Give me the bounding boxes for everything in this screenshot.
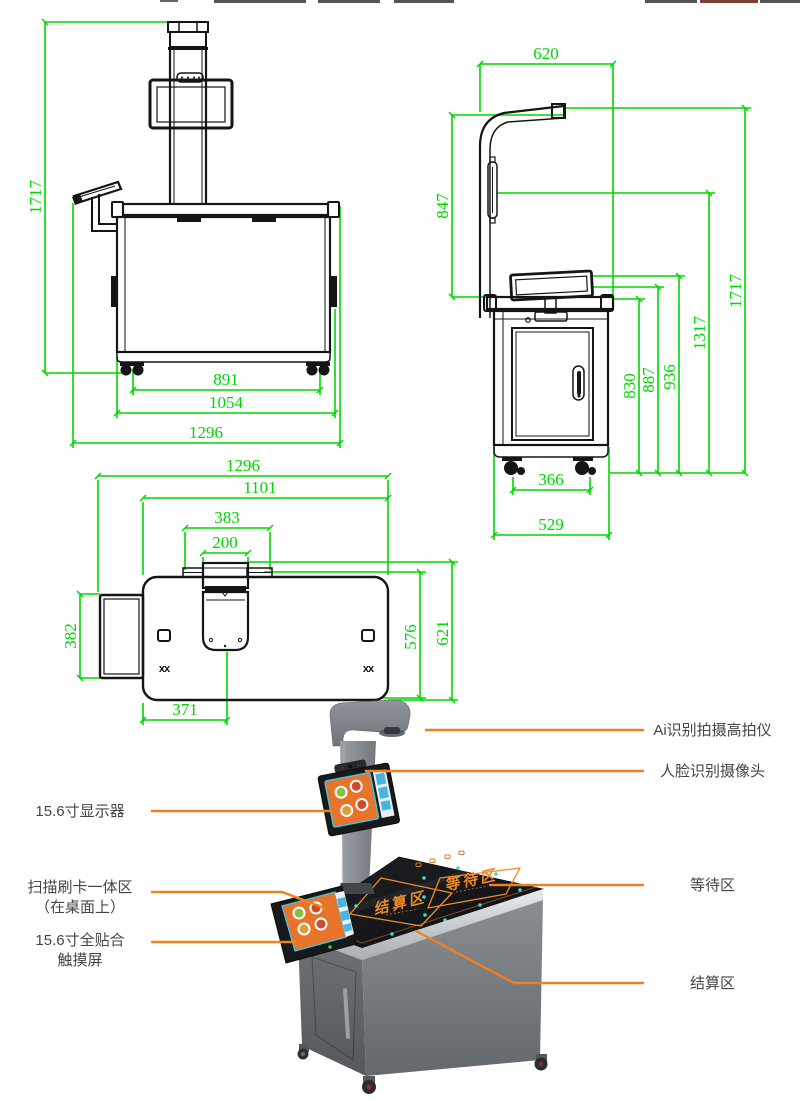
- overhead-camera-arm: [329, 699, 411, 747]
- front-monitor: [148, 78, 234, 130]
- dim-side-monitor-bottom: 887: [639, 367, 658, 393]
- front-right-handle: [331, 276, 337, 307]
- side-monitor: [509, 269, 594, 302]
- dim-top-table-width: 1101: [243, 478, 276, 497]
- top-crop-artifact: [760, 0, 800, 3]
- label-face-camera: 人脸识别摄像头: [659, 763, 765, 780]
- front-casters: [120, 362, 330, 376]
- dim-top-scanner-width: 200: [212, 533, 238, 552]
- top-caster-mark-right: xx: [363, 663, 375, 675]
- kiosk-3d-render: 结算区 等待区: [270, 699, 548, 1094]
- top-crop-artifact: [214, 0, 306, 3]
- cabinet-door-handle: [343, 988, 350, 1039]
- side-machine-outline: [478, 103, 615, 475]
- pole-base-plate: [337, 883, 375, 894]
- dim-front-body-width: 1054: [209, 393, 244, 412]
- label-waiting-zone: 等待区: [689, 877, 735, 894]
- side-casters: [502, 457, 596, 475]
- dim-top-overall-width: 1296: [226, 456, 260, 475]
- edge-icons: [415, 850, 465, 867]
- top-scanner-body: [201, 590, 250, 652]
- front-dimensions: 1717 891 1054 1296: [26, 18, 344, 448]
- top-dimensions: 1296 1101 383 200 382 576 621: [61, 456, 458, 725]
- glass-tabletop: 结算区 等待区: [297, 850, 545, 949]
- top-machine-outline: xx xx: [98, 561, 390, 702]
- dim-side-arm-width: 620: [533, 44, 559, 63]
- side-dimensions: 620 847 830 887 936 1317 1717 3: [433, 44, 751, 540]
- top-crop-artifact: [645, 0, 697, 3]
- top-crop-artifact: [700, 0, 758, 3]
- dim-front-wheel-span: 891: [213, 370, 239, 389]
- top-monitor: [98, 593, 145, 680]
- dim-top-bracket-width: 383: [214, 508, 240, 527]
- label-touchscreen: 15.6寸全贴合 触摸屏: [10, 931, 150, 971]
- front-left-handle: [111, 276, 117, 307]
- label-touchscreen-line1: 15.6寸全贴合: [35, 932, 125, 949]
- display-screen: [324, 772, 380, 828]
- top-crop-artifact: [160, 0, 178, 2]
- dim-top-scanner-offset: 371: [172, 700, 198, 719]
- side-door-handle: [572, 365, 585, 401]
- top-crop-artifact: [394, 0, 454, 3]
- cabinet-front-face: [298, 936, 366, 1076]
- face-camera-lens: [348, 764, 353, 769]
- render-casters: [297, 1044, 548, 1094]
- top-caster-mark-left: xx: [159, 663, 171, 675]
- customer-display: [317, 759, 400, 837]
- front-camera-bar: [176, 72, 204, 83]
- side-elevation-drawing: 620 847 830 887 936 1317 1717 3: [433, 44, 751, 540]
- dim-side-camera-height: 1317: [690, 316, 709, 351]
- label-display: 15.6寸显示器: [35, 803, 125, 820]
- label-scan-area: 扫描刷卡一体区 （在桌面上）: [10, 878, 150, 918]
- side-arm-camera-head: [551, 103, 566, 119]
- dim-front-total-height: 1717: [26, 180, 45, 215]
- indicator-dots: [338, 866, 522, 936]
- label-settlement-zone: 结算区: [689, 975, 735, 992]
- waiting-zone-outline: [427, 867, 521, 909]
- side-cabinet-door: [511, 327, 594, 441]
- label-scan-area-line1: 扫描刷卡一体区: [27, 879, 133, 896]
- top-table: [141, 575, 390, 702]
- dim-side-total-height: 1717: [726, 274, 745, 309]
- dim-top-monitor-depth: 382: [61, 623, 80, 649]
- dim-front-overall-width: 1296: [189, 423, 223, 442]
- dim-side-monitor-top: 936: [660, 364, 679, 390]
- label-scan-area-line2: （在桌面上）: [34, 899, 125, 916]
- dim-side-arm-height: 847: [433, 193, 452, 219]
- top-plan-drawing: 1296 1101 383 200 382 576 621: [61, 456, 458, 725]
- dim-side-base-depth: 529: [538, 515, 564, 534]
- dim-top-table-depth: 621: [433, 620, 452, 646]
- label-ai-scanner: Ai识别拍摄高拍仪: [653, 722, 772, 739]
- dim-top-inner-depth: 576: [401, 624, 420, 650]
- dim-side-tabletop-height: 830: [620, 373, 639, 399]
- front-elevation-drawing: 1717 891 1054 1296: [26, 18, 344, 448]
- top-scanner-mount: [201, 561, 250, 590]
- dim-side-wheel-span: 366: [538, 470, 564, 489]
- top-crop-artifact: [318, 0, 380, 3]
- label-touchscreen-line2: 触摸屏: [57, 952, 103, 969]
- front-machine-outline: [72, 21, 340, 376]
- overhead-camera-lens: [384, 727, 400, 734]
- power-led: [328, 945, 332, 949]
